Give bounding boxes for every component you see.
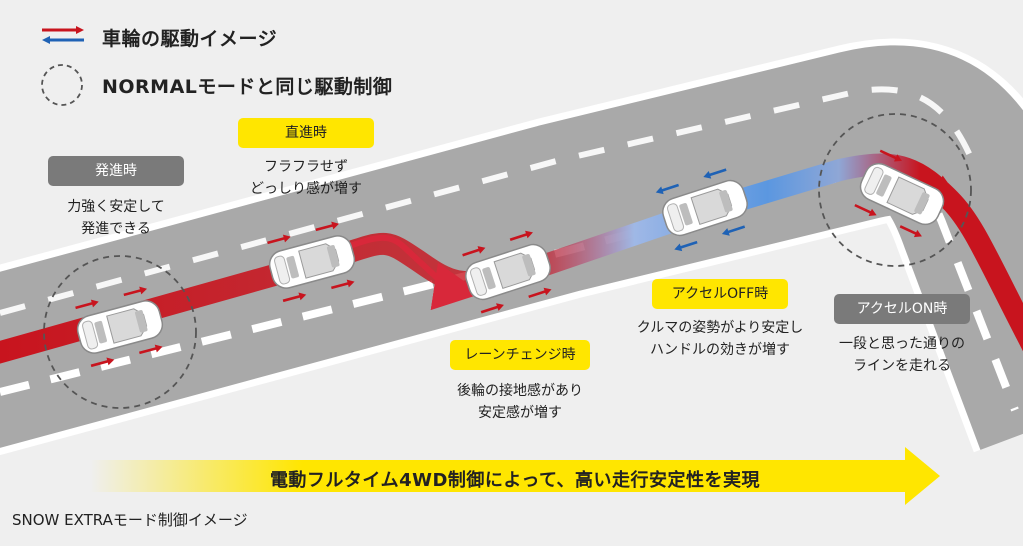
arrow-left-icon (721, 225, 746, 236)
phase-accel-on-desc: 一段と思った通りの ラインを走れる (839, 336, 965, 374)
arrow-left-icon (674, 240, 698, 252)
phase-accel-off-desc: クルマの姿勢がより安定し ハンドルの効きが増す (636, 320, 804, 358)
drive-track (0, 153, 1023, 364)
arrow-right-icon (75, 299, 99, 310)
lane-change-arrow-icon (343, 234, 482, 311)
car-icon (859, 162, 945, 226)
car-icon (465, 243, 551, 301)
phase-start-tag: 発進時 (48, 156, 184, 186)
arrow-right-icon (462, 246, 486, 257)
phase-accel-on-tag: アクセルON時 (834, 294, 970, 324)
phase-start-desc: 力強く安定して 発進できる (67, 199, 165, 237)
legend-normal-label: NORMALモードと同じ駆動制御 (102, 76, 393, 98)
arrow-right-icon (879, 149, 902, 162)
arrow-right-icon (480, 303, 504, 314)
legend-drive-label: 車輪の駆動イメージ (102, 28, 278, 50)
legend-normal-mode: NORMALモードと同じ駆動制御 (42, 72, 392, 99)
car-icon (268, 235, 356, 289)
normal-zone-circle (43, 255, 197, 409)
car-icon (662, 179, 748, 237)
arrow-right-icon (854, 203, 877, 216)
car-icon (76, 300, 164, 354)
arrow-right-icon (315, 221, 340, 232)
arrow-right-icon (899, 225, 922, 238)
arrow-right-icon (925, 170, 948, 183)
arrow-left-icon (655, 183, 680, 195)
phase-straight-desc: フラフラせず どっしり感が増す (250, 159, 362, 197)
lane-line (0, 86, 975, 316)
arrow-right-icon (282, 292, 307, 303)
cars-layer (76, 162, 945, 354)
banner-text: 電動フルタイム4WD制御によって、高い走行安定性を実現 (269, 470, 761, 491)
arrow-right-icon (509, 230, 533, 241)
road (0, 45, 1023, 450)
wheel-arrows-layer (75, 149, 948, 368)
arrow-left-icon (703, 168, 727, 179)
dashed-circle-icon (41, 64, 83, 106)
arrow-right-icon (139, 344, 163, 355)
phase-straight-tag: 直進時 (238, 118, 374, 148)
drive-arrows-icon (42, 26, 84, 44)
legend-drive-image: 車輪の駆動イメージ (42, 24, 277, 51)
normal-zone-circle (818, 113, 972, 267)
yellow-arrow-icon (90, 447, 940, 505)
arrow-right-icon (123, 286, 148, 297)
arrow-right-icon (528, 287, 552, 299)
phase-lane-change-desc: 後輪の接地感があり 安定感が増す (457, 383, 583, 421)
arrow-right-icon (331, 279, 355, 290)
arrow-right-icon (90, 357, 115, 368)
caption: SNOW EXTRAモード制御イメージ (12, 511, 248, 529)
arrow-right-icon (267, 234, 291, 245)
phase-accel-off-tag: アクセルOFF時 (652, 279, 788, 309)
phase-lane-change-tag: レーンチェンジ時 (450, 340, 590, 370)
